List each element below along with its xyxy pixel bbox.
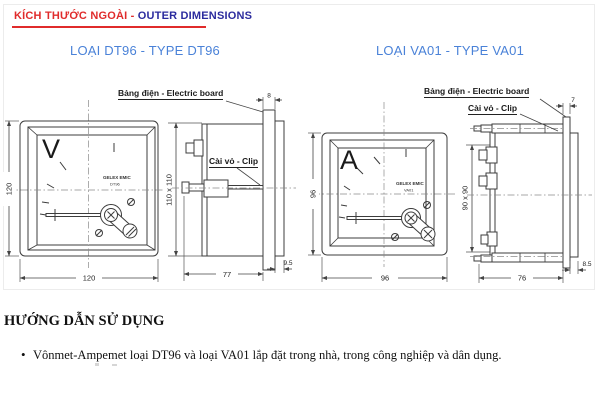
instructions-bullet: Vônmet-Ampemet loại DT96 và loại VA01 lắ… [33,348,502,362]
va01-dial-letter: A [340,145,358,175]
dt96-dim-cutout: 110 x 110 [165,174,174,206]
dt96-front-view: V GELEX EMIC DT96 120 120 [3,100,165,283]
dt96-dim-bezel: 9.5 [283,260,292,267]
page-title-en: OUTER DIMENSIONS [137,10,253,22]
dt96-heading: LOẠI DT96 - TYPE DT96 [70,43,220,58]
dt96-model: DT96 [110,182,121,187]
diagram-frame [3,4,595,290]
instructions-heading: HƯỚNG DẪN SỬ DỤNG [4,313,165,329]
va01-model: VA01 [404,188,414,193]
va01-dim-depth: 76 [518,274,526,283]
va01-dim-width: 96 [381,274,389,283]
dt96-board-label: Bảng điện - Electric board [118,88,224,100]
dt96-brand: GELEX EMIC [103,175,132,180]
va01-front-view: A GELEX EMIC VA01 96 96 [307,102,455,283]
dt96-dial-letter: V [42,134,60,164]
dt96-side-view: 110 x 110 8 [165,93,296,281]
bullet-marker: • [21,347,26,362]
va01-dim-board: 7 [571,97,575,104]
dt96-dim-depth: 77 [223,270,231,279]
clipped-text-fragment [95,363,99,366]
va01-brand: GELEX EMIC [396,181,425,186]
va01-side-view: 90 x 90 [461,97,592,283]
clipped-text-fragment [112,364,117,366]
va01-dim-height: 96 [309,190,318,198]
page-title: KÍCH THƯỚC NGOÀI - OUTER DIMENSIONS [14,10,252,22]
va01-dim-cutout: 90 x 90 [461,186,470,211]
va01-clip-label: Cài vỏ - Clip [468,103,518,115]
va01-dim-bezel: 8.5 [582,261,591,268]
dt96-clip-label: Cài vỏ - Clip [209,156,259,168]
dt96-dim-height: 120 [5,183,14,196]
dt96-dim-board: 8 [267,93,271,100]
va01-board-label: Bảng điện - Electric board [424,86,530,98]
page-title-underline [12,26,206,28]
page-title-vi: KÍCH THƯỚC NGOÀI - [14,10,138,22]
va01-heading: LOẠI VA01 - TYPE VA01 [376,43,524,58]
dt96-dim-width: 120 [83,274,96,283]
